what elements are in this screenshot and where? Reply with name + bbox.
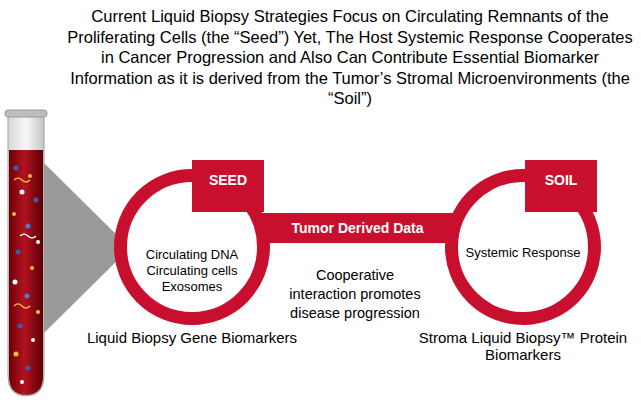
tube-glass [8, 116, 44, 396]
biomarker-caption: Liquid Biopsy Gene Biomarkers [79, 329, 305, 346]
tab-label: SOIL [525, 172, 597, 188]
blood-cells [12, 166, 40, 385]
band-connector [256, 213, 459, 243]
label-tab: SOIL [525, 160, 597, 212]
note-label: Cooperative interaction promotes disease… [288, 266, 422, 323]
circle-text: Systemic Response [461, 245, 585, 261]
ring-circle: Circulating DNA Circulating cells Exosom… [114, 168, 270, 326]
band-label: Tumor Derived Data [289, 219, 427, 237]
tab-fill [192, 160, 264, 212]
tube-rim [5, 110, 47, 117]
tab-fill [525, 160, 597, 212]
label-tab: SEED [192, 160, 264, 212]
tube-blood [9, 150, 43, 395]
biomarker-caption: Stroma Liquid Biopsy™ Protein Biomarkers [410, 329, 636, 363]
diagram-title: Current Liquid Biopsy Strategies Focus o… [62, 6, 638, 109]
circle-text: Circulating DNA Circulating cells Exosom… [130, 247, 254, 295]
tab-label: SEED [192, 172, 264, 188]
ring-circle: Systemic ResponseStroma Liquid Biopsy™ P… [445, 168, 601, 326]
band-fill [256, 213, 459, 243]
